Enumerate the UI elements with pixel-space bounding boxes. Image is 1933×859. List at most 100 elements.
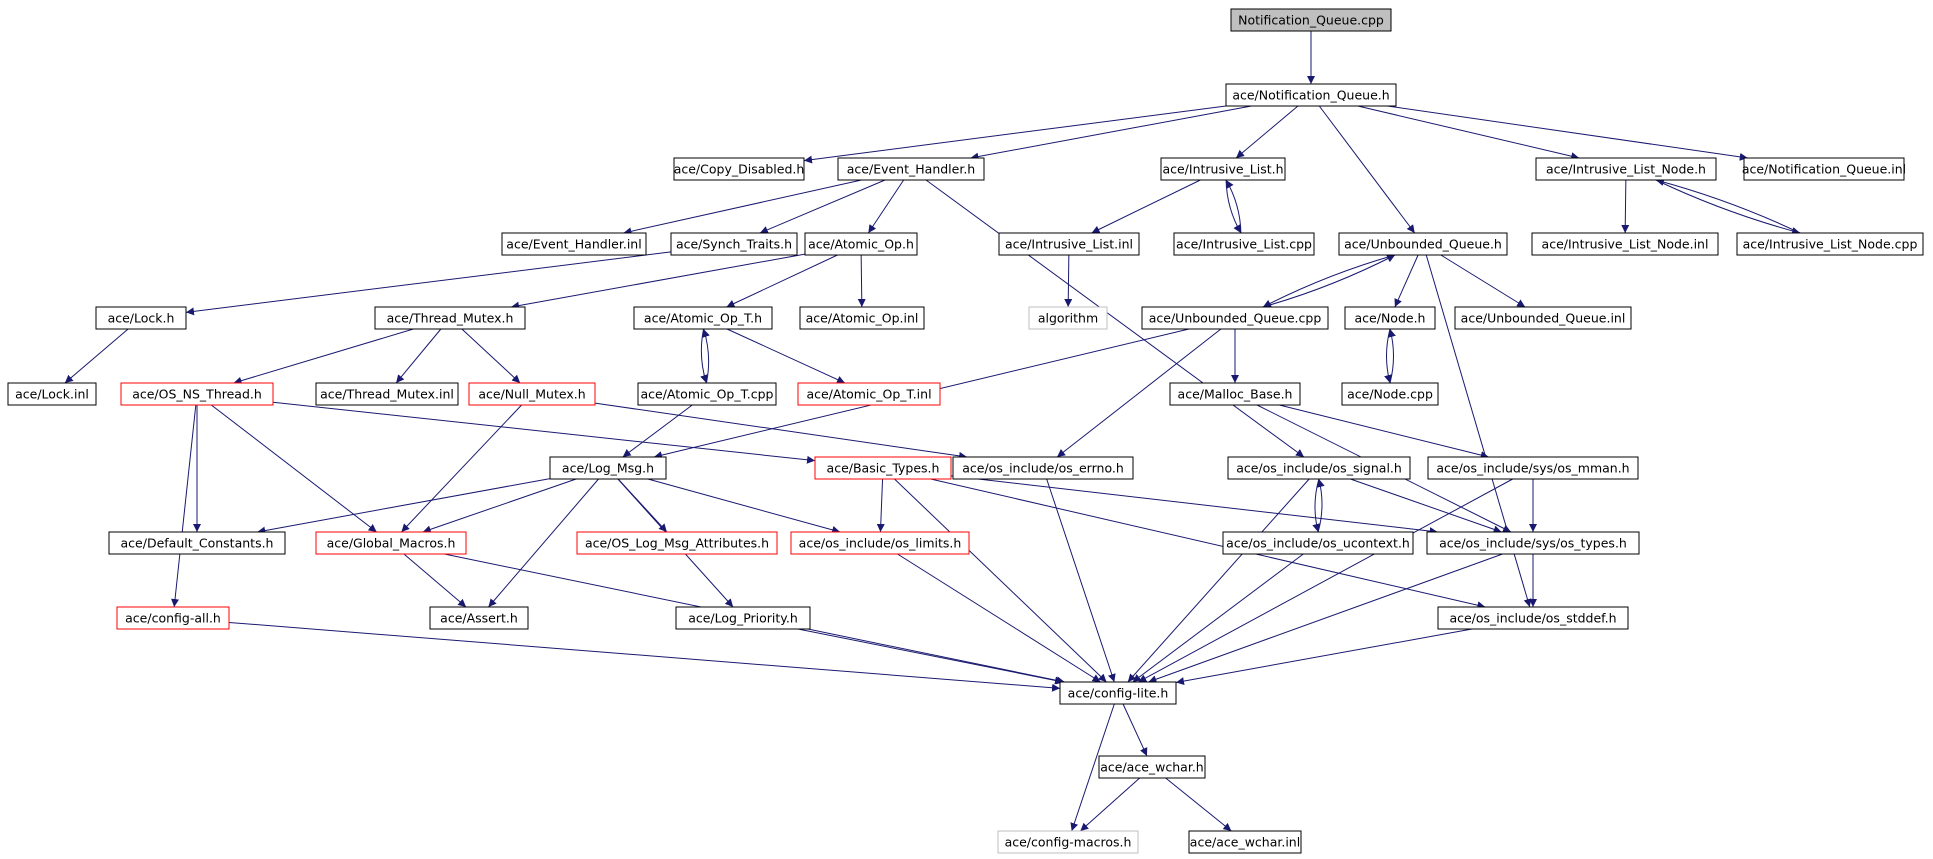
edge-unbounded_queue_h-to-unbounded_queue_cpp: [1262, 254, 1396, 308]
node-ace-wchar-inl[interactable]: ace/ace_wchar.inl: [1188, 830, 1302, 854]
edge-os_errno-to-config_lite: [1046, 478, 1116, 683]
node-synch-traits[interactable]: ace/Synch_Traits.h: [670, 232, 798, 256]
node-intrusive-list-inl[interactable]: ace/Intrusive_List.inl: [998, 232, 1140, 256]
node-box: [576, 531, 778, 555]
node-os-errno[interactable]: ace/os_include/os_errno.h: [952, 456, 1134, 480]
node-box: [1437, 606, 1629, 630]
node-atomic-op-inl[interactable]: ace/Atomic_Op.inl: [799, 306, 925, 330]
node-box: [1169, 382, 1301, 406]
node-thread-mutex-inl[interactable]: ace/Thread_Mutex.inl: [315, 382, 459, 406]
node-config-all[interactable]: ace/config-all.h: [116, 606, 230, 630]
node-intrusive-list-node-h[interactable]: ace/Intrusive_List_Node.h: [1535, 157, 1717, 181]
node-label: ace/OS_Log_Msg_Attributes.h: [585, 536, 769, 551]
node-atomic-op-t-inl[interactable]: ace/Atomic_Op_T.inl: [797, 382, 941, 406]
node-unbounded-queue-h[interactable]: ace/Unbounded_Queue.h: [1338, 232, 1508, 256]
node-label: ace/os_include/sys/os_types.h: [1439, 536, 1627, 551]
node-node-cpp[interactable]: ace/Node.cpp: [1341, 382, 1439, 406]
node-label: ace/Intrusive_List_Node.cpp: [1743, 237, 1918, 252]
node-unbounded-queue-cpp[interactable]: ace/Unbounded_Queue.cpp: [1141, 306, 1329, 330]
edge-intrusive_list_node_cpp-to-intrusive_list_node_h: [1655, 178, 1801, 234]
node-config-lite[interactable]: ace/config-lite.h: [1059, 681, 1177, 705]
edge-thread_mutex_h-to-os_ns_thread: [233, 328, 414, 385]
node-os-ns-thread[interactable]: ace/OS_NS_Thread.h: [120, 382, 274, 406]
node-root[interactable]: Notification_Queue.cpp: [1230, 8, 1392, 32]
node-basic-types[interactable]: ace/Basic_Types.h: [814, 456, 952, 480]
node-event-handler-inl[interactable]: ace/Event_Handler.inl: [501, 232, 647, 256]
edge-log_msg-to-global_macros: [422, 478, 577, 534]
node-lock-inl[interactable]: ace/Lock.inl: [7, 382, 97, 406]
node-lock-h[interactable]: ace/Lock.h: [95, 306, 187, 330]
node-global-macros[interactable]: ace/Global_Macros.h: [315, 531, 467, 555]
node-thread-mutex-h[interactable]: ace/Thread_Mutex.h: [374, 306, 526, 330]
node-atomic-op-h[interactable]: ace/Atomic_Op.h: [804, 232, 918, 256]
node-label: ace/Unbounded_Queue.cpp: [1149, 311, 1322, 326]
edge-atomic_op_t_cpp-to-log_msg: [622, 404, 693, 458]
node-label: ace/Lock.inl: [15, 387, 89, 402]
node-atomic-op-t-h[interactable]: ace/Atomic_Op_T.h: [633, 306, 773, 330]
node-os-log-msg-attr[interactable]: ace/OS_Log_Msg_Attributes.h: [576, 531, 778, 555]
node-label: ace/Synch_Traits.h: [676, 237, 792, 252]
edge-log_priority-to-config_lite: [797, 628, 1064, 685]
node-malloc-base[interactable]: ace/Malloc_Base.h: [1169, 382, 1301, 406]
edge-intrusive_list_inl-to-algorithm: [1064, 254, 1073, 308]
node-label: ace/Default_Constants.h: [121, 536, 274, 551]
node-unbounded-queue-inl[interactable]: ace/Unbounded_Queue.inl: [1454, 306, 1632, 330]
node-copy-disabled[interactable]: ace/Copy_Disabled.h: [673, 157, 805, 181]
node-event-handler-h[interactable]: ace/Event_Handler.h: [837, 157, 985, 181]
node-box: [315, 382, 459, 406]
node-box: [797, 382, 941, 406]
node-box: [790, 531, 970, 555]
node-label: ace/Unbounded_Queue.h: [1344, 237, 1502, 252]
node-box: [675, 606, 811, 630]
node-os-stddef[interactable]: ace/os_include/os_stddef.h: [1437, 606, 1629, 630]
node-intrusive-list-node-cpp[interactable]: ace/Intrusive_List_Node.cpp: [1736, 232, 1924, 256]
edge-null_mutex-to-os_errno: [594, 402, 968, 460]
node-ace-wchar-h[interactable]: ace/ace_wchar.h: [1098, 755, 1206, 779]
node-os-mman[interactable]: ace/os_include/sys/os_mman.h: [1427, 456, 1639, 480]
node-atomic-op-t-cpp[interactable]: ace/Atomic_Op_T.cpp: [637, 382, 777, 406]
edge-log_msg-to-os_limits: [647, 478, 841, 534]
node-box: [673, 157, 805, 181]
edge-os_ns_thread-to-basic_types: [272, 401, 816, 464]
node-label: ace/Intrusive_List_Node.inl: [1542, 237, 1709, 252]
node-nq-h[interactable]: ace/Notification_Queue.h: [1225, 83, 1397, 107]
node-node-h[interactable]: ace/Node.h: [1344, 306, 1436, 330]
node-box: [670, 232, 798, 256]
node-intrusive-list-cpp[interactable]: ace/Intrusive_List.cpp: [1173, 232, 1315, 256]
node-box: [814, 456, 952, 480]
node-os-types[interactable]: ace/os_include/sys/os_types.h: [1426, 531, 1640, 555]
edge-atomic_op_h-to-atomic_op_t_h: [726, 254, 838, 308]
node-default-constants[interactable]: ace/Default_Constants.h: [108, 531, 286, 555]
node-os-ucontext[interactable]: ace/os_include/os_ucontext.h: [1222, 531, 1414, 555]
edge-os_ns_thread-to-config_all: [171, 404, 197, 608]
node-label: ace/os_include/os_limits.h: [799, 536, 962, 551]
node-box: [1454, 306, 1632, 330]
node-log-msg[interactable]: ace/Log_Msg.h: [549, 456, 667, 480]
node-box: [7, 382, 97, 406]
node-box: [804, 232, 918, 256]
dependency-edges: [64, 31, 1801, 832]
node-nq-inl[interactable]: ace/Notification_Queue.inl: [1742, 157, 1906, 181]
node-box: [468, 382, 596, 406]
edge-event_handler_h-to-synch_traits: [759, 179, 886, 234]
node-label: ace/Lock.h: [108, 311, 175, 326]
edge-intrusive_list_h-to-intrusive_list_inl: [1091, 179, 1201, 234]
edge-intrusive_list_h-to-intrusive_list_cpp: [1225, 179, 1242, 234]
node-box: [1535, 157, 1717, 181]
node-assert-h[interactable]: ace/Assert.h: [429, 606, 529, 630]
node-label: ace/Event_Handler.inl: [506, 237, 641, 252]
edge-os_limits-to-config_lite: [897, 553, 1101, 683]
node-label: ace/Event_Handler.h: [847, 162, 975, 177]
edge-unbounded_queue_h-to-unbounded_queue_inl: [1440, 254, 1526, 308]
node-box: [1230, 8, 1392, 32]
node-label: ace/os_include/os_stddef.h: [1449, 611, 1616, 626]
edge-os_signal-to-config_lite: [1127, 478, 1310, 683]
node-label: ace/Notification_Queue.h: [1232, 88, 1389, 103]
node-label: ace/Notification_Queue.inl: [1742, 162, 1906, 177]
node-null-mutex[interactable]: ace/Null_Mutex.h: [468, 382, 596, 406]
node-log-priority[interactable]: ace/Log_Priority.h: [675, 606, 811, 630]
node-intrusive-list-h[interactable]: ace/Intrusive_List.h: [1160, 157, 1286, 181]
node-os-signal[interactable]: ace/os_include/os_signal.h: [1227, 456, 1411, 480]
node-intrusive-list-node-inl[interactable]: ace/Intrusive_List_Node.inl: [1531, 232, 1719, 256]
node-os-limits[interactable]: ace/os_include/os_limits.h: [790, 531, 970, 555]
